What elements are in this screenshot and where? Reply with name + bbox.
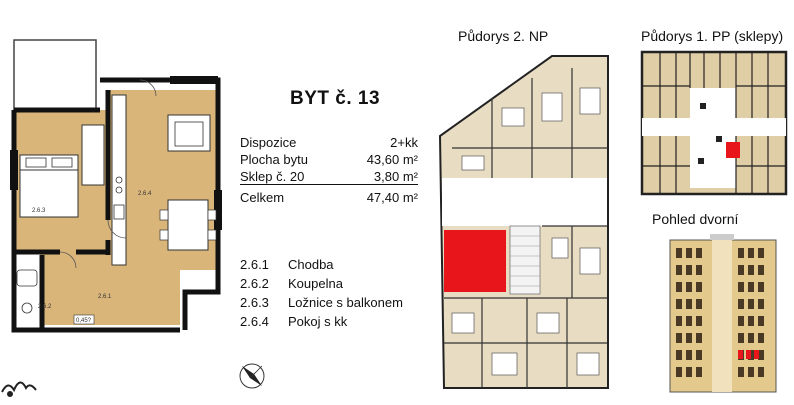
facade-window [696,350,702,360]
balcony [13,39,97,113]
facade-window [748,367,754,377]
label-2.6.2: 2.6.2 [38,304,52,310]
spec-value: 3,80 m² [373,169,418,184]
facade-window [676,265,682,275]
hallway-floor [40,250,180,325]
facade-window [676,316,682,326]
washbasin [16,269,38,287]
floor2-plan [432,48,622,396]
spec-label: Dispozice [240,135,297,150]
room-name: Ložnice s balkonem [288,295,403,310]
room-name: Chodba [288,257,334,272]
facade-window [676,367,682,377]
apartment-title: BYT č. 13 [290,88,381,109]
facade-window [748,282,754,292]
spec-value: 2+kk [390,135,418,150]
facade-window [748,299,754,309]
facade-window [758,299,764,309]
facade-window [758,367,764,377]
facade-window [748,248,754,258]
spec-row: Dispozice 2+kk [240,135,418,150]
room-number: 2.6.4 [240,314,269,329]
label-door: 0,45? [76,318,92,324]
logo-icon [0,372,40,400]
spec-row: Plocha bytu 43,60 m² [240,152,418,167]
facade-window [748,265,754,275]
label-2.6.4: 2.6.4 [138,191,152,197]
spec-row: Sklep č. 20 3,80 m² [240,169,418,185]
facade-window [738,265,744,275]
compass-icon [236,360,268,392]
room-name: Koupelna [288,276,343,291]
facade-window [686,282,692,292]
highlighted-apartment [444,230,506,292]
facade-window [686,299,692,309]
facade-window [758,333,764,343]
facade-window [758,350,764,360]
facade-window [738,282,744,292]
dining-table [167,199,209,251]
room-row: 2.6.4 Pokoj s kk [240,314,347,329]
courtyard-heading: Pohled dvorní [652,211,739,227]
kitchen-counter [111,94,127,266]
facade-window [676,350,682,360]
spec-value: 43,60 m² [366,152,418,167]
courtyard-elevation [668,232,778,394]
facade-window [686,316,692,326]
facade-window [686,333,692,343]
room-number: 2.6.2 [240,276,269,291]
room-name: Pokoj s kk [288,314,348,329]
label-2.6.1: 2.6.1 [98,294,112,300]
wardrobe [81,124,105,186]
facade-window [696,316,702,326]
facade-window [686,367,692,377]
basement-heading: Půdorys 1. PP (sklepy) [641,28,784,44]
room-number: 2.6.1 [240,257,269,272]
spec-row-total: Celkem 47,40 m² [240,190,418,205]
staircase [509,225,541,295]
floor2-heading: Půdorys 2. NP [458,28,549,44]
facade-window [738,316,744,326]
facade-window [738,248,744,258]
bathroom-floor [14,255,40,325]
facade-window [686,350,692,360]
facade-window [758,248,764,258]
facade-window [738,367,744,377]
facade-window [748,333,754,343]
facade-window [696,299,702,309]
facade-window [748,316,754,326]
facade-window [696,265,702,275]
facade-window [686,248,692,258]
facade-window [758,265,764,275]
facade-window [758,316,764,326]
facade-window [676,282,682,292]
facade-window [696,248,702,258]
room-row: 2.6.3 Ložnice s balkonem [240,295,403,310]
facade-window [696,282,702,292]
facade-window [676,299,682,309]
basement-plan [640,48,790,198]
facade-window [676,248,682,258]
facade-window [758,282,764,292]
toilet [21,302,33,314]
spec-label: Sklep č. 20 [240,169,305,184]
spec-label: Plocha bytu [240,152,308,167]
apartment-floor-plan: 2.6.3 2.6.4 2.6.2 2.6.1 0,45? [0,30,230,360]
label-2.6.3: 2.6.3 [32,208,46,214]
spec-value: 47,40 m² [366,190,418,205]
room-row: 2.6.2 Koupelna [240,276,343,291]
cellar-highlight [726,142,740,158]
facade-window [738,333,744,343]
facade-window [696,333,702,343]
facade-window [738,299,744,309]
facade-window [676,333,682,343]
room-row: 2.6.1 Chodba [240,257,334,272]
facade-window [686,265,692,275]
spec-label: Celkem [240,190,285,205]
room-number: 2.6.3 [240,295,269,310]
facade-window [696,367,702,377]
